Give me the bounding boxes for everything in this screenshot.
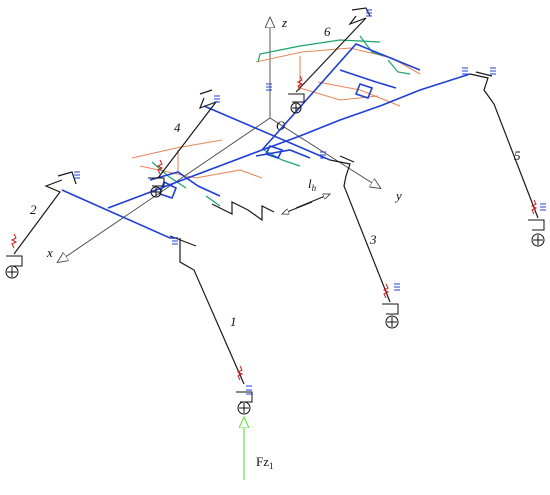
coordinate-axes: z x y O [46,15,402,262]
dimension-lh: lh [211,176,330,222]
dimension-label: lh [308,176,317,193]
foot-3 [382,303,399,329]
force-label: Fz1 [256,454,274,471]
body-link-4 [149,171,221,197]
y-axis-label: y [394,188,402,203]
foot-6 [288,93,305,114]
leg-3-label: 3 [369,232,377,247]
body-link-6 [339,69,397,89]
body-beam-front [61,189,178,239]
ground-force: Fz1 [244,418,274,480]
origin-label: O [276,118,286,133]
dimension-arrow-left [282,201,313,214]
joint-block-center [264,145,284,159]
leg-1: 1 [169,235,253,415]
body-frame [61,43,471,239]
body-beam-left [203,105,331,161]
leg-1-label: 1 [230,314,237,329]
joint-block-4 [158,180,178,199]
leg-2: 2 [5,171,77,279]
foot-1 [236,391,253,415]
y-axis [269,117,380,188]
leg-5: 5 [469,71,545,247]
foot-2 [5,255,23,279]
leg-5-label: 5 [514,148,521,163]
auxiliary-green-frame [151,35,411,207]
leg-6-label: 6 [324,24,331,39]
joint-block-6 [354,83,374,99]
x-axis [58,117,271,262]
joint-springs [74,9,546,291]
leg-3: 3 [329,155,399,329]
foot-4 [148,177,165,198]
leg-4-label: 4 [174,120,181,135]
leg-4: 4 [148,89,218,198]
auxiliary-orange-frame [131,47,421,179]
dimension-step-line [211,201,275,222]
z-axis-label: z [281,15,287,30]
x-axis-label: x [46,245,53,260]
body-beam-rear [261,43,421,151]
foot-5 [528,219,545,247]
leg-2-label: 2 [30,202,37,217]
body-link-mid [255,149,311,159]
